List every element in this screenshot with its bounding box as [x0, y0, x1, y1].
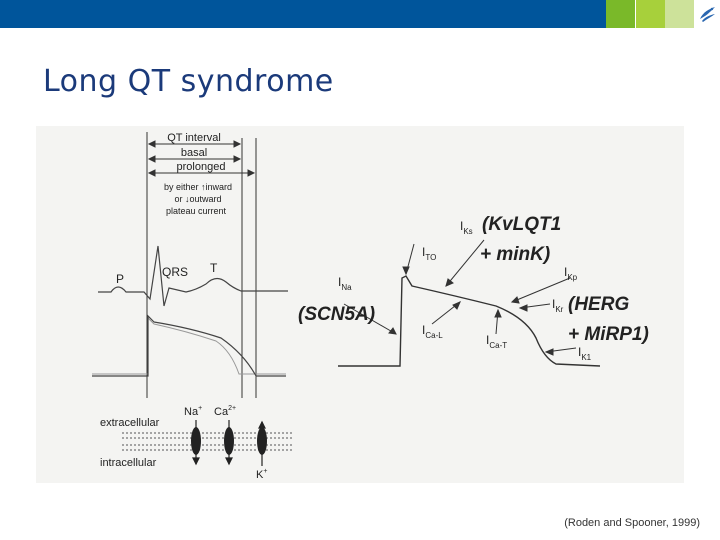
- bird-logo-icon: [694, 0, 720, 28]
- kvlqt1-label: (KvLQT1: [482, 214, 561, 235]
- either-label: by either ↑inward: [164, 182, 232, 192]
- ecg-t-label: T: [210, 261, 218, 275]
- prolonged-label: prolonged: [177, 161, 226, 173]
- or-label: or ↓outward: [174, 194, 221, 204]
- qt-interval-label: QT interval: [167, 132, 221, 144]
- plateau-label: plateau current: [166, 206, 227, 216]
- header-palegreen-square: [665, 0, 694, 28]
- intracellular-label: intracellular: [100, 457, 157, 469]
- lqt-figure: QT interval basal prolonged by either ↑i…: [36, 126, 684, 483]
- header-green-square: [606, 0, 635, 28]
- slide-title: Long QT syndrome: [43, 64, 334, 99]
- basal-label: basal: [181, 147, 207, 159]
- extracellular-label: extracellular: [100, 417, 160, 429]
- scn5a-label: (SCN5A): [298, 304, 375, 325]
- mink-label: + minK): [480, 244, 550, 265]
- ecg-p-label: P: [116, 272, 124, 286]
- mirp1-label: + MiRP1): [568, 324, 649, 345]
- citation: (Roden and Spooner, 1999): [564, 517, 700, 529]
- header-bar: [0, 0, 720, 28]
- herg-label: (HERG: [568, 294, 629, 315]
- header-blue-band: [0, 0, 606, 28]
- header-lightgreen-square: [636, 0, 665, 28]
- ecg-qrs-label: QRS: [162, 265, 188, 279]
